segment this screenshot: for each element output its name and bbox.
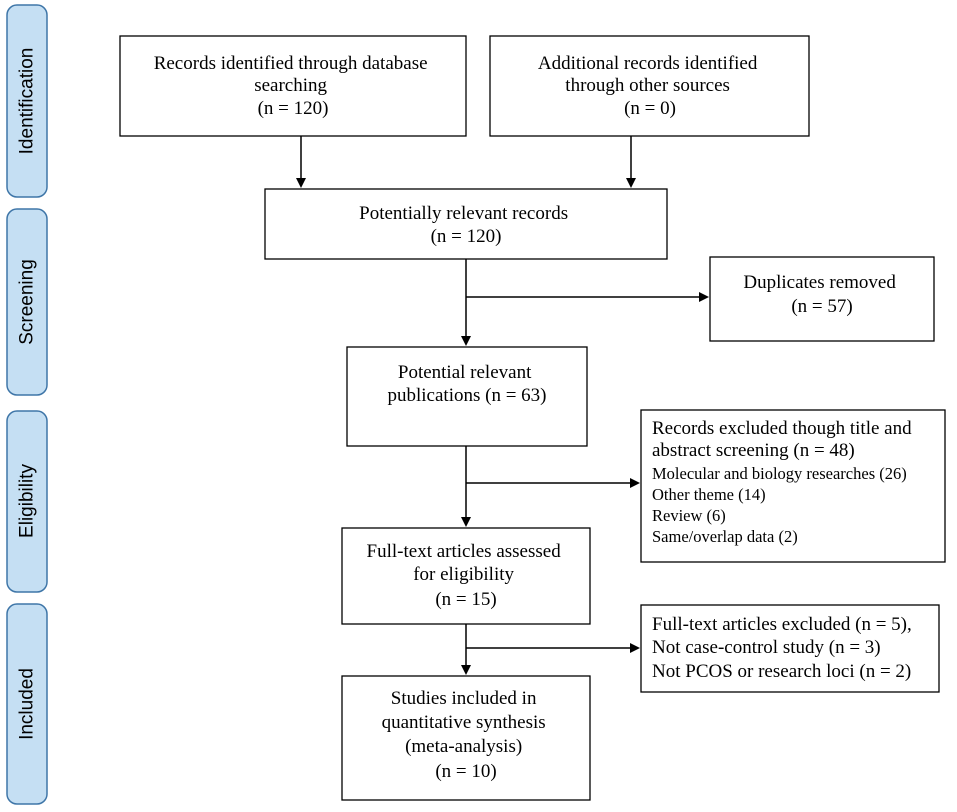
box-other-sources: Additional records identified through ot… [489,35,810,137]
svg-text:Full-text articles assessed: Full-text articles assessed for eligibil… [367,541,566,610]
phase-screening-label: Screening [17,259,38,345]
box-included-line-1: Studies included in [391,688,537,709]
phase-included-label: Included [17,668,38,740]
box-excluded-title-line-1: Records excluded though title and [652,418,912,439]
box-excluded-title-item-2: Other theme (14) [652,485,766,504]
box-excluded-title-item-4: Same/overlap data (2) [652,527,798,546]
svg-text:Potential relevant pub: Potential relevant publications (n = 63) [388,362,547,406]
box-publications-line-2: publications (n = 63) [388,385,547,406]
svg-text:Duplicates removed (n: Duplicates removed (n = 57) [743,272,900,317]
box-fulltext-line-3: (n = 15) [435,589,496,610]
box-database-records: Records identified through database sear… [119,35,467,137]
box-fulltext-line-2: for eligibility [413,564,514,585]
svg-text:Full-text articles excluded (n: Full-text articles excluded (n = 5), Not… [652,614,917,682]
box-excluded-full-line-3: Not PCOS or research loci (n = 2) [652,661,911,682]
svg-text:Additional records identified: Additional records identified through ot… [538,53,762,119]
box-database-line-3: (n = 120) [258,98,329,119]
svg-text:Records identified through dat: Records identified through database sear… [154,53,433,119]
box-excluded-fulltext: Full-text articles excluded (n = 5), Not… [640,604,940,693]
box-relevant-line-1: Potentially relevant records [359,203,568,224]
box-excluded-full-line-2: Not case-control study (n = 3) [652,637,881,658]
svg-text:Molecular and biology research: Molecular and biology researches (26) Ot… [652,464,911,546]
phase-eligibility: Eligibility [6,410,48,593]
box-excluded-title-line-2: abstract screening (n = 48) [652,440,855,461]
box-included-line-3: (meta-analysis) [405,736,522,757]
phase-identification-label: Identification [17,48,38,155]
box-database-line-1: Records identified through database [154,53,428,74]
box-other-line-2: through other sources [565,75,730,96]
box-excluded-title-item-3: Review (6) [652,506,726,525]
phase-included: Included [6,603,48,805]
box-fulltext-line-1: Full-text articles assessed [367,541,562,562]
svg-text:Studies included in qu: Studies included in quantitative synthes… [382,688,551,782]
phase-eligibility-label: Eligibility [17,464,38,538]
phase-screening: Screening [6,208,48,396]
box-other-line-3: (n = 0) [624,98,676,119]
box-potential-publications: Potential relevant publications (n = 63) [346,346,588,447]
phase-identification: Identification [6,4,48,198]
svg-text:Records excluded though title: Records excluded though title and abstra… [652,418,916,461]
box-included-line-4: (n = 10) [435,761,496,782]
box-excluded-title-abstract: Records excluded though title and abstra… [640,409,946,563]
svg-text:Potentially relevant records: Potentially relevant records (n = 120) [359,203,573,247]
box-included-line-2: quantitative synthesis [382,712,546,733]
box-relevant-line-2: (n = 120) [431,226,502,247]
connectors [296,136,709,675]
box-publications-line-1: Potential relevant [398,362,532,383]
box-fulltext-assessed: Full-text articles assessed for eligibil… [341,527,591,625]
box-potentially-relevant: Potentially relevant records (n = 120) [264,188,668,260]
box-studies-included: Studies included in quantitative synthes… [341,675,591,801]
box-duplicates-removed: Duplicates removed (n = 57) [709,256,935,342]
box-duplicates-line-1: Duplicates removed [743,272,896,293]
box-duplicates-line-2: (n = 57) [791,296,852,317]
box-excluded-full-line-1: Full-text articles excluded (n = 5), [652,614,912,635]
box-other-line-1: Additional records identified [538,53,758,74]
box-excluded-title-item-1: Molecular and biology researches (26) [652,464,907,483]
box-database-line-2: searching [254,75,327,96]
